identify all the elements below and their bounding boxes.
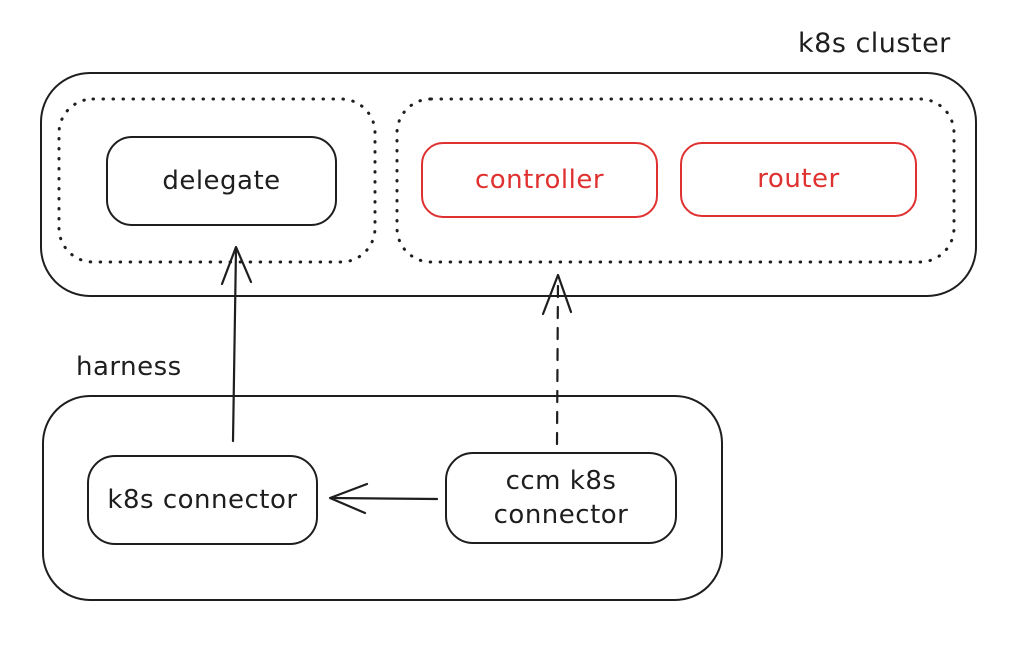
delegate-node: delegate	[106, 136, 337, 226]
k8s-connector-node-label: k8s connector	[107, 484, 298, 515]
k8s-cluster-container	[40, 72, 977, 297]
ccm-k8s-connector-node: ccm k8s connector	[445, 452, 677, 544]
k8s-connector-node: k8s connector	[87, 455, 318, 545]
k8s-cluster-label: k8s cluster	[798, 28, 951, 59]
controller-node-label: controller	[474, 164, 605, 195]
harness-label: harness	[76, 352, 182, 382]
ccm-k8s-connector-node-label: ccm k8s connector	[493, 465, 629, 530]
router-node: router	[680, 142, 917, 217]
controller-node: controller	[421, 142, 658, 218]
router-node-label: router	[757, 164, 840, 195]
delegate-node-label: delegate	[162, 165, 281, 196]
harness-container	[42, 395, 723, 601]
